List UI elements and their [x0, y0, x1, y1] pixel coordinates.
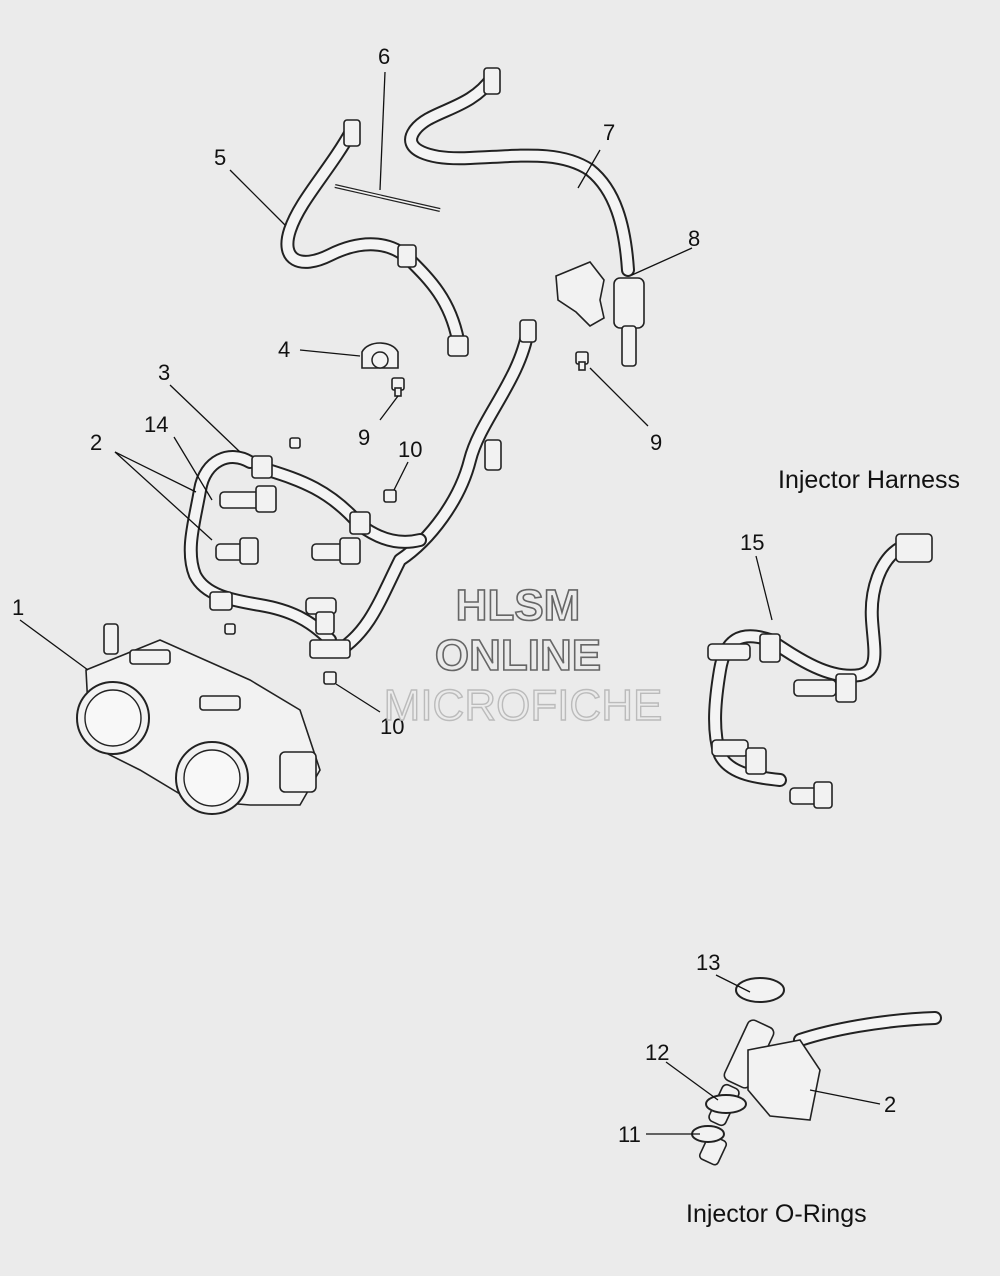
injector-2-c[interactable]: [311, 537, 361, 565]
throttle-body-1[interactable]: [76, 623, 321, 815]
injector-harness-title: Injector Harness: [778, 466, 960, 494]
screw-9-left[interactable]: [391, 377, 405, 397]
watermark-line1: HLSM: [456, 581, 581, 630]
fuel-rail-hose-3[interactable]: [183, 319, 537, 657]
callout-14: 14: [144, 412, 168, 437]
screw-9-right[interactable]: [575, 351, 589, 371]
injector-2-b[interactable]: [215, 537, 259, 565]
injector-orings-title: Injector O-Rings: [686, 1200, 867, 1228]
callout-15: 15: [740, 530, 764, 555]
injector-2-a[interactable]: [219, 485, 277, 513]
rail-brackets: [209, 455, 371, 659]
cable-tie-6[interactable]: [334, 184, 441, 212]
callout-12: 12: [645, 1040, 669, 1065]
callout-10-upper: 10: [398, 437, 422, 462]
callout-2: 2: [90, 430, 102, 455]
callout-4: 4: [278, 337, 290, 362]
watermark-line2: ONLINE: [435, 631, 601, 680]
screw-10-lower[interactable]: [323, 671, 337, 685]
callout-9-right: 9: [650, 430, 662, 455]
watermark-line3: MICROFICHE: [384, 681, 663, 730]
injector-harness-15[interactable]: [707, 533, 933, 809]
fuel-hose-5[interactable]: [280, 119, 469, 357]
callout-2-detail: 2: [884, 1092, 896, 1117]
callout-6: 6: [378, 44, 390, 69]
screw-10-upper[interactable]: [383, 489, 397, 503]
callout-11: 11: [618, 1122, 641, 1147]
oring-12[interactable]: [705, 1094, 747, 1114]
fuel-hose-7[interactable]: [404, 67, 635, 277]
callout-13: 13: [696, 950, 720, 975]
callout-8: 8: [688, 226, 700, 251]
callout-9-left: 9: [358, 425, 370, 450]
hose-clamp-4[interactable]: [361, 342, 399, 369]
callout-10-lower: 10: [380, 714, 404, 739]
callout-1: 1: [12, 595, 24, 620]
callout-7: 7: [603, 120, 615, 145]
screw-misc[interactable]: [224, 437, 301, 635]
oring-13[interactable]: [735, 977, 785, 1003]
fuel-filter-8[interactable]: [555, 261, 645, 367]
callout-3: 3: [158, 360, 170, 385]
leader-lines: [19, 71, 881, 1135]
injector-2-d[interactable]: [305, 597, 337, 635]
callout-5: 5: [214, 145, 226, 170]
